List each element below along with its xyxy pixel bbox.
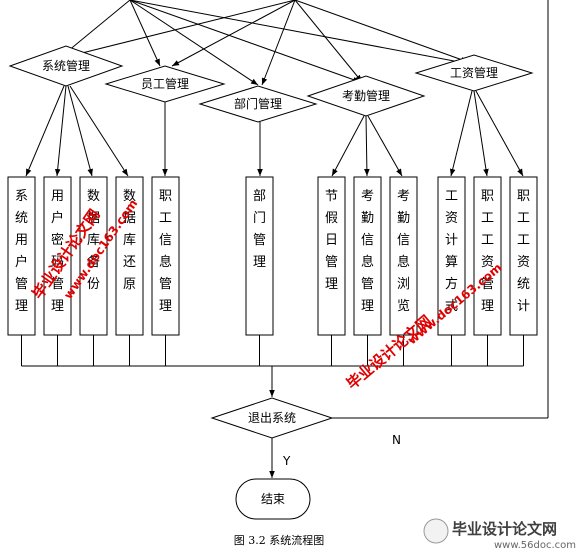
category-attendance: 考勤管理 (306, 75, 426, 117)
function-box-8: 考勤信息浏览 (389, 176, 418, 336)
function-label-0: 系统用户管理 (15, 189, 28, 314)
category-employee-label: 员工管理 (141, 76, 189, 91)
category-employee: 员工管理 (104, 65, 226, 103)
function-box-0: 系统用户管理 (7, 176, 36, 336)
exit-decision-label: 退出系统 (248, 411, 296, 425)
function-box-5: 部门管理 (245, 176, 274, 336)
figure-caption: 图 3.2 系统流程图 (234, 533, 325, 547)
category-salary: 工资管理 (414, 54, 534, 92)
logo-url: www.56doc.com (494, 540, 576, 551)
function-box-2: 数据库备份 (79, 176, 108, 336)
no-label: N (392, 433, 401, 447)
top-flow-lines (61, 0, 549, 418)
function-label-4: 职工信息管理 (159, 189, 172, 314)
function-box-10: 职工工资管理 (473, 176, 502, 336)
category-department: 部门管理 (198, 85, 318, 123)
function-label-10: 职工工资管理 (481, 189, 494, 314)
category-system: 系统管理 (8, 45, 124, 87)
function-label-7: 考勤信息管理 (361, 189, 374, 314)
function-box-4: 职工信息管理 (151, 176, 180, 336)
function-label-5: 部门管理 (253, 189, 266, 270)
end-label: 结束 (261, 492, 285, 506)
category-department-label: 部门管理 (234, 96, 282, 111)
function-box-3: 数据库还原 (115, 176, 144, 336)
logo-emblem-icon (423, 518, 449, 544)
logo-title: 毕业设计论文网 (452, 520, 557, 538)
end-terminal: 结束 (235, 478, 311, 520)
function-label-6: 节假日管理 (325, 189, 338, 292)
corner-logo: 毕业设计论文网 www.56doc.com (423, 518, 576, 551)
function-box-6: 节假日管理 (317, 176, 346, 336)
category-salary-label: 工资管理 (450, 65, 498, 80)
function-box-11: 职工工资统计 (509, 176, 538, 336)
function-box-7: 考勤信息管理 (353, 176, 382, 336)
function-label-2: 数据库备份 (87, 189, 100, 292)
exit-decision: 退出系统 (210, 397, 334, 439)
merge-lines (21, 335, 524, 397)
category-to-function-arrows (25, 85, 524, 177)
category-attendance-label: 考勤管理 (342, 88, 390, 103)
yes-label: Y (282, 454, 291, 468)
function-label-9: 工资计算方式 (445, 189, 458, 314)
category-system-label: 系统管理 (42, 58, 90, 73)
function-label-3: 数据库还原 (123, 189, 136, 292)
function-label-1: 用户密码管理 (51, 189, 64, 314)
function-label-8: 考勤信息浏览 (397, 189, 410, 314)
function-box-1: 用户密码管理 (43, 176, 72, 336)
function-label-11: 职工工资统计 (517, 189, 530, 314)
